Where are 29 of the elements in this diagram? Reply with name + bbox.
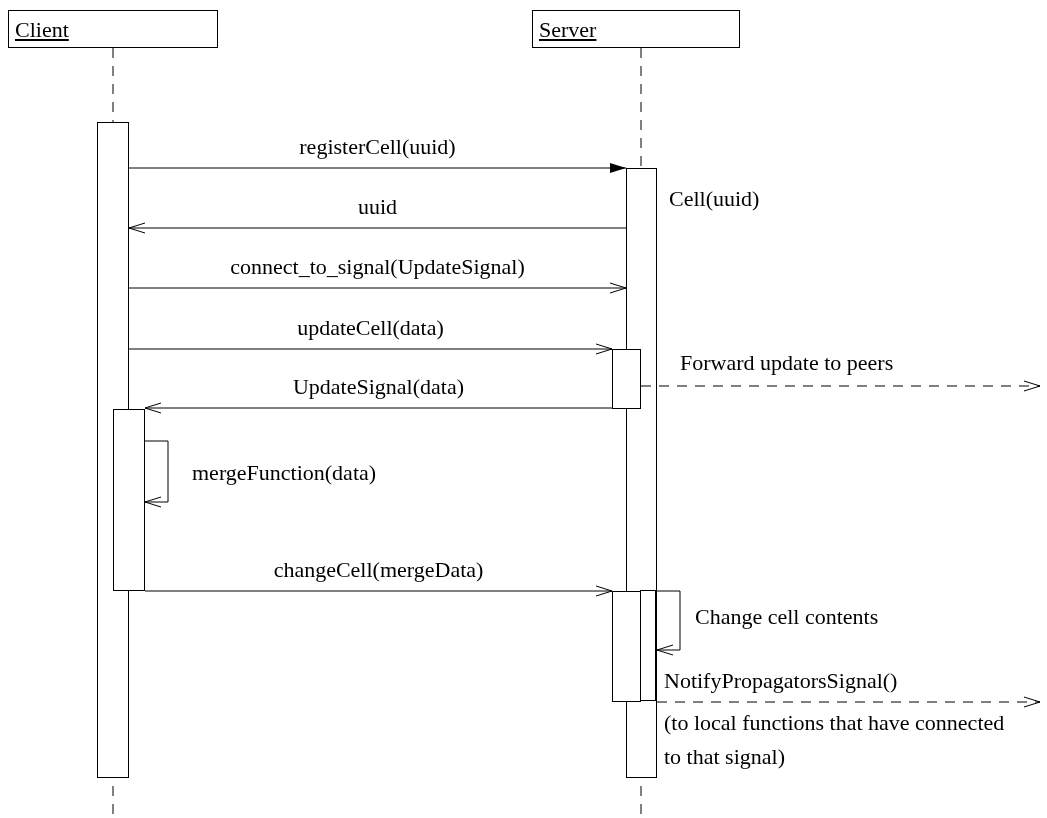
message-arrow [144,440,169,508]
message-label: Change cell contents [695,604,879,629]
activation-bar [612,591,641,702]
message-arrow [128,343,613,355]
message-label: mergeFunction(data) [192,460,377,485]
message-label: changeCell(mergeData) [273,556,484,584]
message-arrow [656,590,681,656]
message-arrow [128,222,627,234]
dashed-arrow [640,380,1041,392]
object-label: Cell(uuid) [669,185,760,213]
dashed-arrow [656,696,1041,708]
message-arrow [144,585,613,597]
message-arrow [144,402,613,414]
lifeline-header [8,10,218,48]
message-label: uuid [357,193,398,221]
message-label: updateCell(data) [297,314,444,342]
message-label: registerCell(uuid) [299,133,456,161]
message-arrow [128,282,627,294]
participant-name: Client [15,15,70,44]
message-label: connect_to_signal(UpdateSignal) [230,253,525,281]
lifeline-header [532,10,740,48]
activation-bar [113,409,145,591]
message-label: UpdateSignal(data) [292,373,465,401]
message-arrow [128,163,627,173]
message-label: Forward update to peers [680,350,894,375]
message-label: NotifyPropagatorsSignal() [664,668,898,693]
activation-bar [612,349,641,409]
note-text: (to local functions that have connected to that signal) [664,709,1006,771]
participant-name: Server [539,15,598,44]
